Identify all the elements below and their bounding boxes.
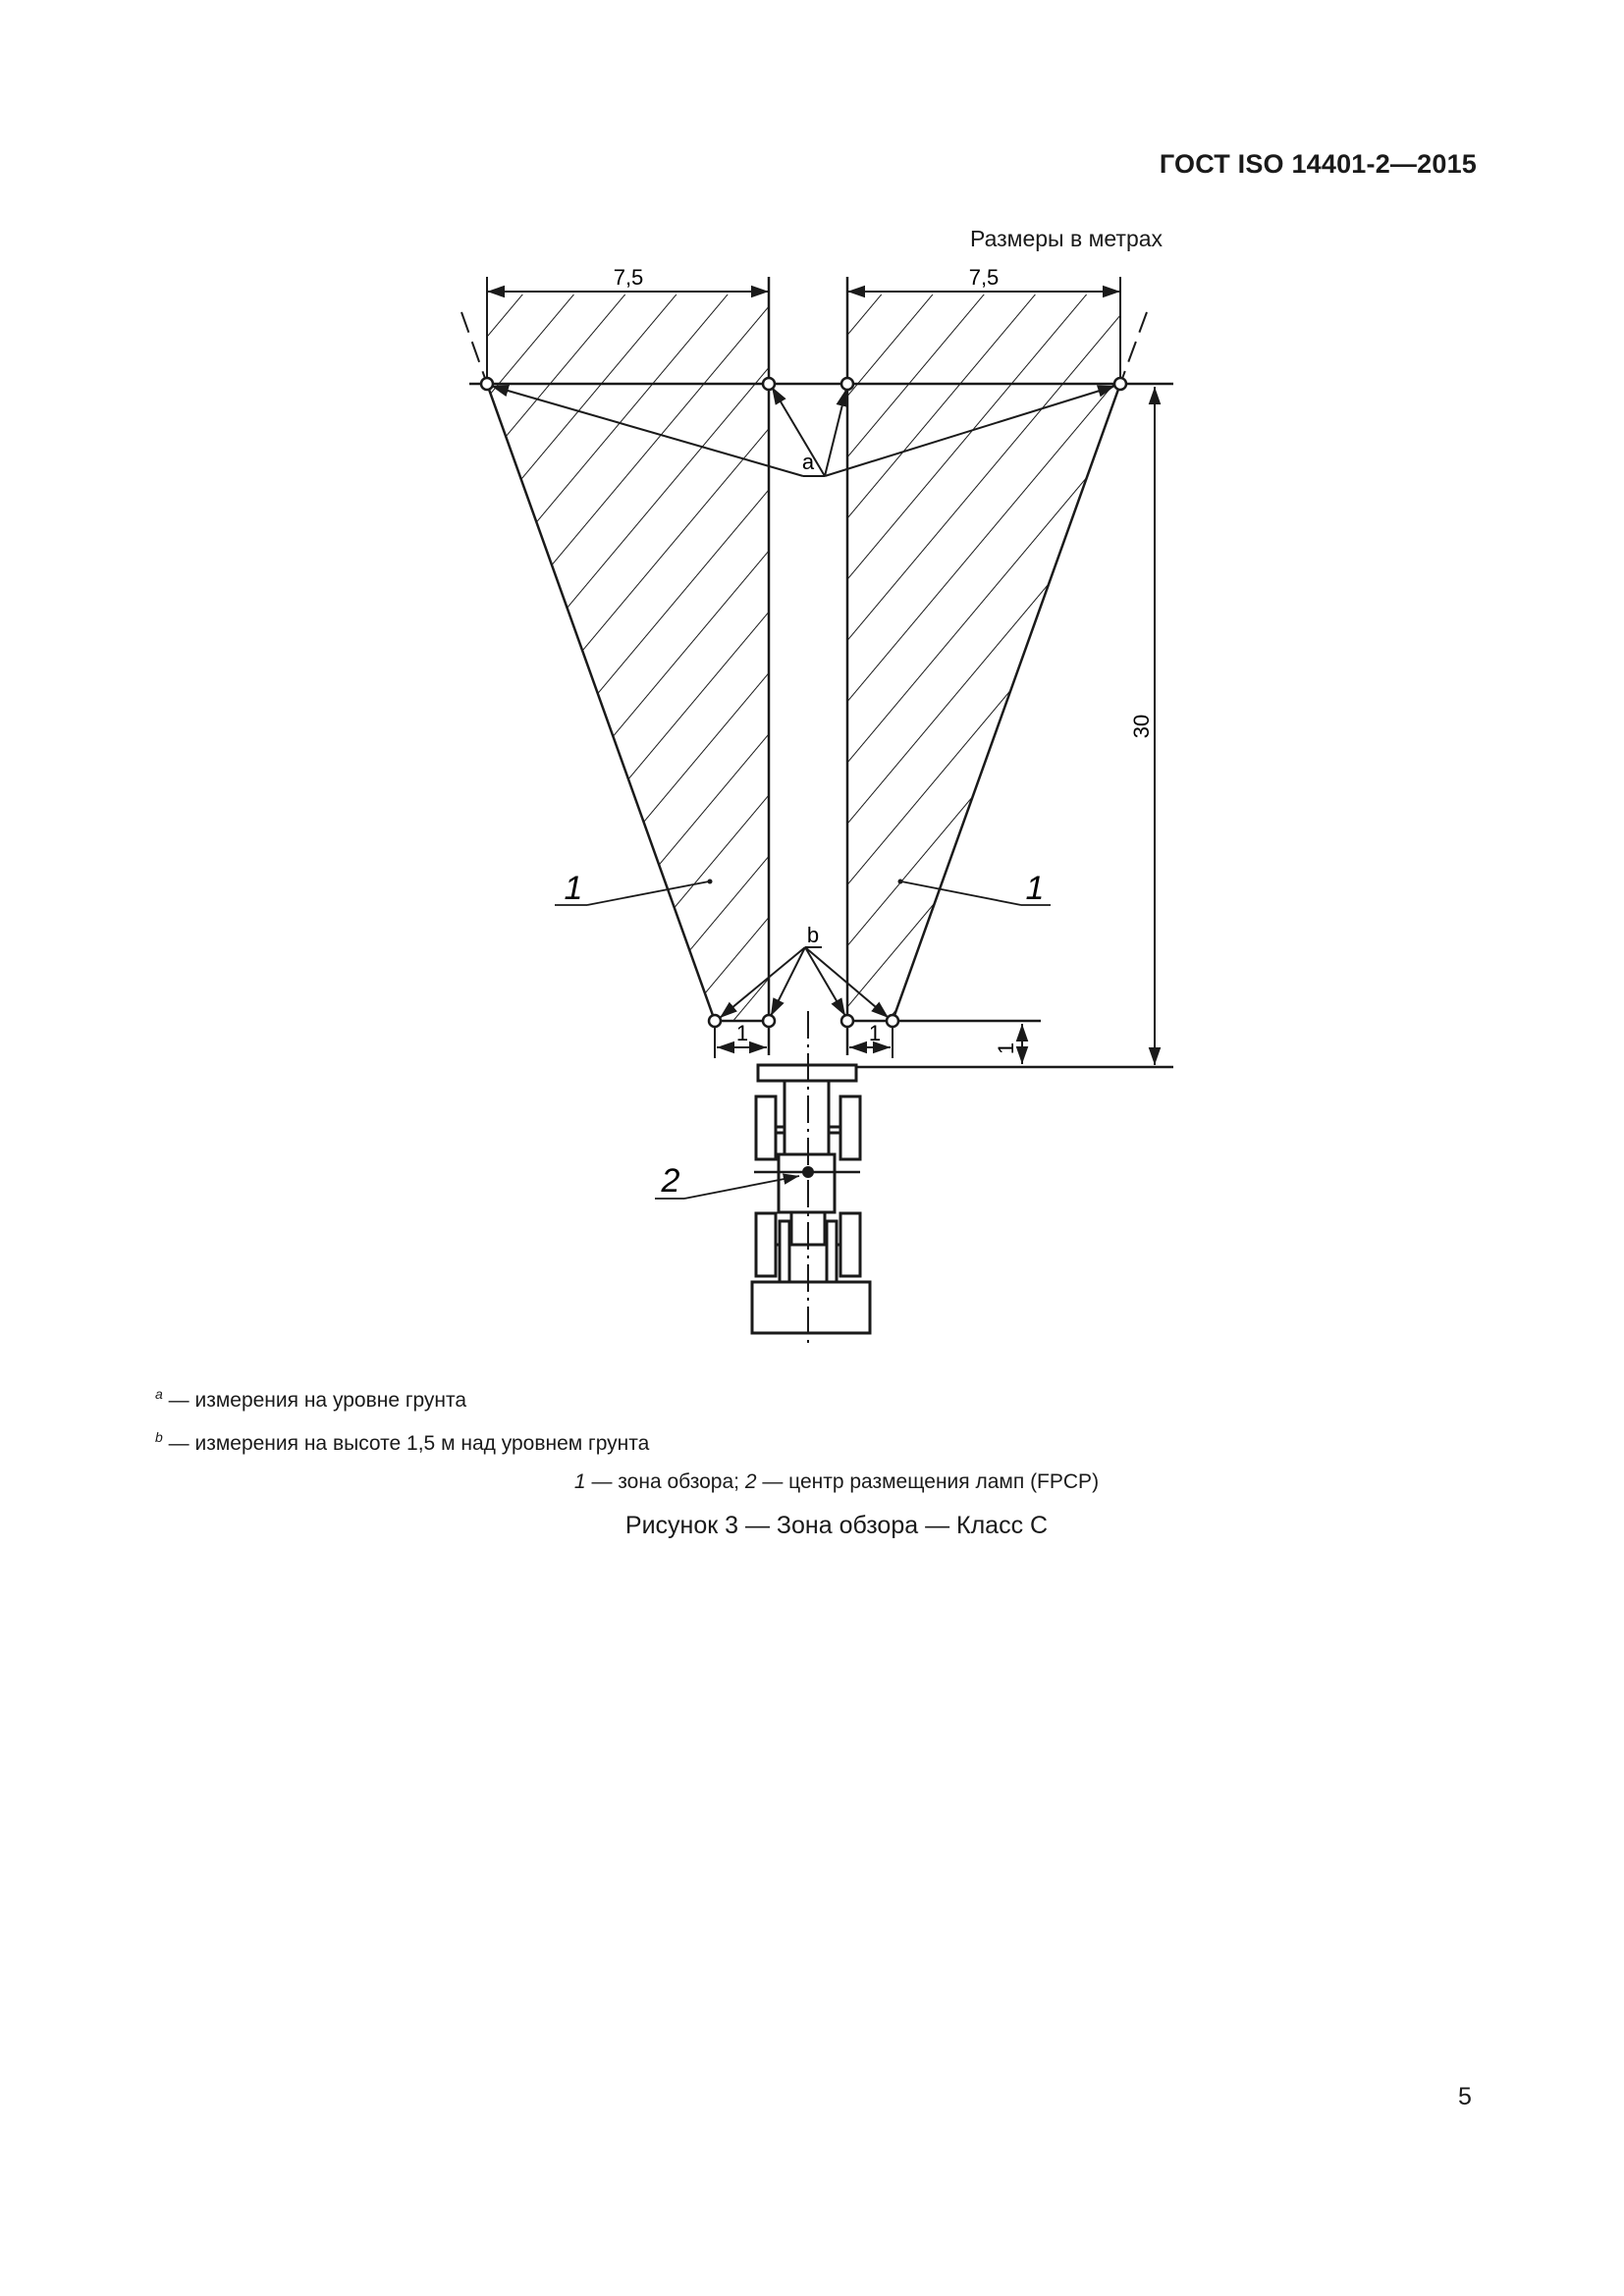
- note-a: a — измерения на уровне грунта: [155, 1386, 466, 1413]
- page-number: 5: [1458, 2083, 1472, 2110]
- legend-item1-number: 1: [573, 1470, 586, 1493]
- note-a-text: — измерения на уровне грунта: [162, 1389, 467, 1412]
- note-b-text: — измерения на высоте 1,5 м над уровнем …: [162, 1432, 650, 1455]
- zone-left: [485, 294, 769, 1022]
- dimension-vertical-offset: 1: [994, 1042, 1018, 1054]
- label-lamp-center: 2: [661, 1162, 680, 1200]
- note-a-marker: a: [155, 1386, 163, 1402]
- vehicle-top-view: [750, 1063, 872, 1335]
- dimension-right-width: 7,5: [969, 265, 1000, 290]
- figure-caption: Рисунок 3 — Зона обзора — Класс С: [624, 1512, 1049, 1539]
- figure-legend: 1 — зона обзора; 2 — центр размещения ла…: [0, 1470, 1624, 1494]
- label-a: a: [802, 450, 815, 474]
- legend-item1-text: — зона обзора;: [585, 1470, 745, 1493]
- dimension-length: 30: [1129, 715, 1154, 738]
- label-zone-left: 1: [565, 870, 583, 907]
- dimension-bottom-left: 1: [736, 1021, 748, 1045]
- note-b: b — измерения на высоте 1,5 м над уровне…: [155, 1429, 649, 1456]
- dimension-bottom-right: 1: [869, 1021, 881, 1045]
- zone-right: [847, 294, 1122, 1022]
- dimension-left-width: 7,5: [614, 265, 644, 290]
- document-header: ГОСТ ISO 14401-2—2015: [1159, 149, 1477, 179]
- legend-item2-number: 2: [744, 1470, 757, 1493]
- units-note: Размеры в метрах: [970, 226, 1164, 251]
- legend-item2-text: — центр размещения ламп (FPCP): [756, 1470, 1100, 1493]
- lamp-center-point: [802, 1166, 814, 1178]
- view-zone-diagram: 7,5 7,5 a 30 1 1 b 1 1 1: [460, 265, 1173, 1345]
- ground-measurement-points: [479, 376, 1128, 392]
- label-zone-right: 1: [1026, 870, 1045, 907]
- note-b-marker: b: [155, 1429, 163, 1445]
- height-measurement-points: [707, 1013, 900, 1029]
- label-b: b: [807, 923, 819, 947]
